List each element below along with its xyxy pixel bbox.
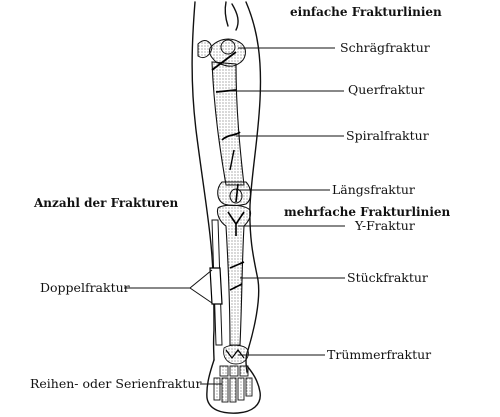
label-piece-fracture: Stückfraktur <box>347 270 428 285</box>
label-y-fracture: Y-Fraktur <box>355 218 415 233</box>
leader-lines <box>124 47 345 385</box>
femur <box>197 38 252 207</box>
tibia-fibula <box>209 204 252 346</box>
label-oblique-fracture: Schrägfraktur <box>340 40 430 55</box>
label-serial-fracture: Reihen- oder Serienfraktur <box>30 376 202 391</box>
heading-multiple-fracture-lines: mehrfache Frakturlinien <box>284 205 451 219</box>
patella <box>229 188 243 204</box>
label-spiral-fracture: Spiralfraktur <box>346 128 429 143</box>
foot-bones <box>213 344 253 403</box>
label-longitudinal-fracture: Längsfraktur <box>332 182 415 197</box>
heading-fracture-count: Anzahl der Frakturen <box>34 196 179 210</box>
heading-simple-fracture-lines: einfache Frakturlinien <box>290 5 442 19</box>
label-double-fracture: Doppelfraktur <box>40 280 130 295</box>
label-comminuted-fracture: Trümmerfraktur <box>327 347 432 362</box>
label-transverse-fracture: Querfraktur <box>348 82 425 97</box>
